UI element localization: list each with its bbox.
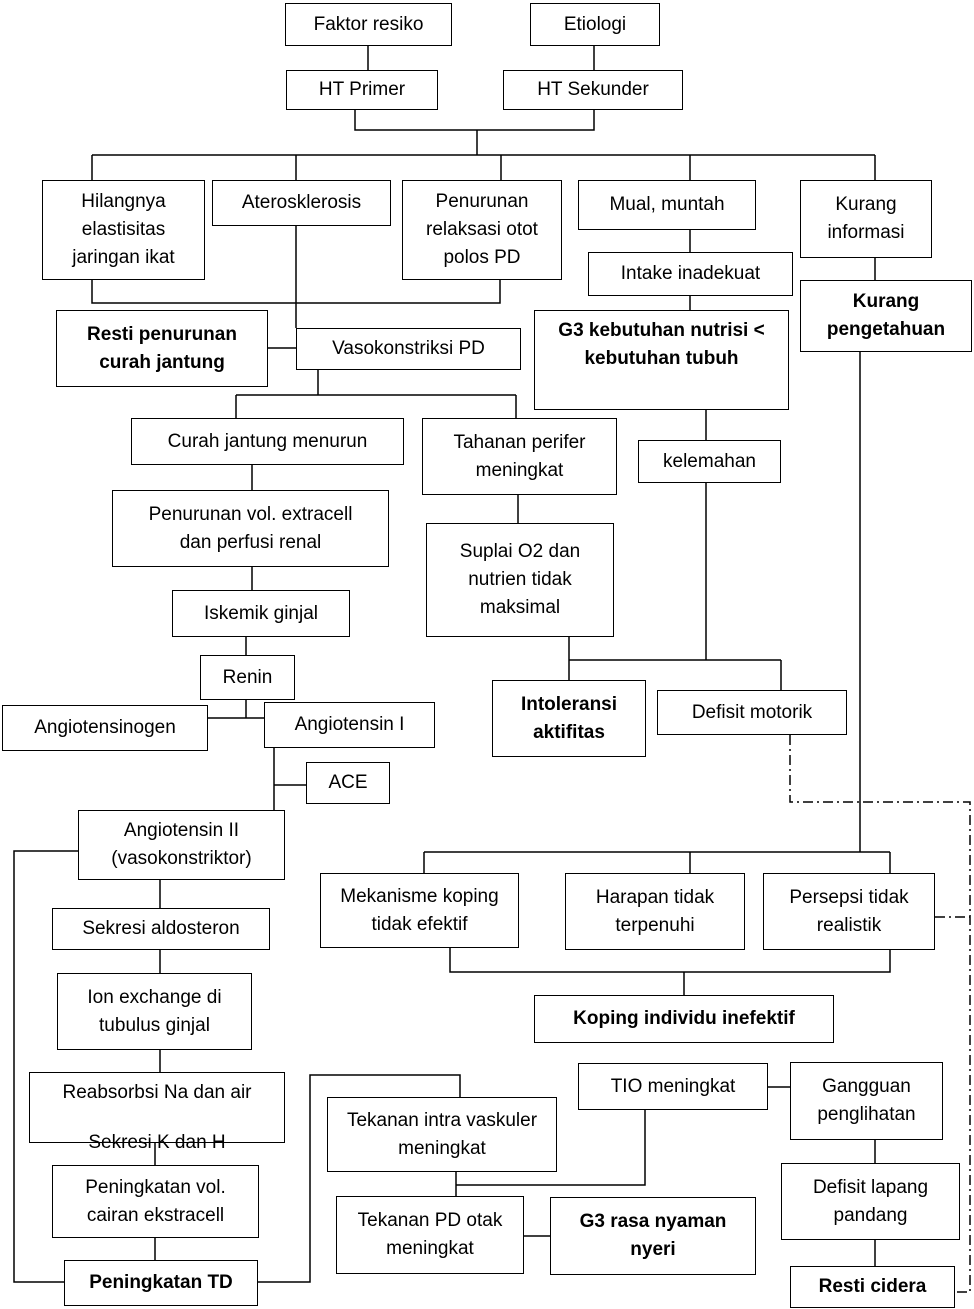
node-label: G3 rasa nyaman nyeri (579, 1211, 727, 1260)
node-label: Curah jantung menurun (167, 430, 368, 452)
node-label: Tekanan PD otak meningkat (357, 1210, 503, 1259)
node-aterosklerosis: Aterosklerosis (212, 180, 391, 226)
node-ht-primer: HT Primer (286, 70, 438, 110)
node-g3-nyeri: G3 rasa nyaman nyeri (550, 1197, 756, 1275)
node-iskemik-ginjal: Iskemik ginjal (172, 590, 350, 637)
node-label: Etiologi (563, 13, 627, 35)
node-label: Kurang pengetahuan (826, 291, 946, 340)
node-ion-exchange: Ion exchange di tubulus ginjal (57, 973, 252, 1050)
node-peningkatan-td: Peningkatan TD (64, 1260, 258, 1306)
node-penurunan-relaksasi: Penurunan relaksasi otot polos PD (402, 180, 562, 280)
node-label: Vasokonstriksi PD (332, 338, 485, 359)
label-sekresi-k: Sekresi K dan H (29, 1129, 285, 1157)
node-defisit-motorik: Defisit motorik (657, 690, 847, 735)
node-label: Defisit lapang pandang (812, 1176, 929, 1226)
node-kelemahan: kelemahan (638, 440, 781, 483)
node-label: Renin (222, 666, 273, 688)
node-label: TIO meningkat (610, 1075, 736, 1097)
node-label: Angiotensin II (vasokonstriktor) (111, 820, 252, 869)
node-defisit-lapang: Defisit lapang pandang (781, 1163, 960, 1240)
node-koping-individu: Koping individu inefektif (534, 995, 834, 1043)
node-kurang-pengetahuan: Kurang pengetahuan (800, 280, 972, 352)
node-label: HT Primer (318, 79, 406, 100)
node-persepsi: Persepsi tidak realistik (763, 873, 935, 950)
node-label: Defisit motorik (691, 701, 813, 723)
node-label: HT Sekunder (537, 79, 649, 100)
node-label: Angiotensin I (294, 714, 405, 735)
node-reabsorbsi: Reabsorbsi Na dan air (29, 1072, 285, 1143)
node-kurang-informasi: Kurang informasi (800, 180, 932, 258)
node-label: Sekresi K dan H (88, 1132, 226, 1153)
node-label: Ion exchange di tubulus ginjal (87, 986, 222, 1036)
node-label: Angiotensinogen (34, 717, 176, 738)
node-label: Penurunan relaksasi otot polos PD (426, 191, 538, 268)
node-resti-curah-jantung: Resti penurunan curah jantung (56, 310, 268, 387)
node-label: Tekanan intra vaskuler meningkat (346, 1109, 538, 1159)
node-g3-nutrisi: G3 kebutuhan nutrisi < kebutuhan tubuh (534, 310, 789, 410)
node-label: ACE (328, 772, 368, 793)
node-label: Kurang informasi (827, 194, 905, 243)
node-mual-muntah: Mual, muntah (578, 180, 756, 230)
node-mekanisme-koping: Mekanisme koping tidak efektif (320, 873, 519, 948)
node-label: Iskemik ginjal (203, 602, 319, 624)
node-ht-sekunder: HT Sekunder (503, 70, 683, 110)
node-label: Harapan tidak terpenuhi (595, 886, 715, 936)
node-label: Resti penurunan curah jantung (87, 323, 237, 373)
node-etiologi: Etiologi (530, 3, 660, 46)
node-curah-jantung-menurun: Curah jantung menurun (131, 418, 404, 465)
node-label: Intake inadekuat (620, 263, 761, 284)
node-label: Sekresi aldosteron (82, 918, 240, 939)
node-harapan: Harapan tidak terpenuhi (565, 873, 745, 950)
node-hilangnya-elastisitas: Hilangnya elastisitas jaringan ikat (42, 180, 205, 280)
node-label: Mekanisme koping tidak efektif (340, 885, 499, 935)
node-label: Intoleransi aktifitas (520, 693, 618, 743)
node-tekanan-intra: Tekanan intra vaskuler meningkat (327, 1097, 557, 1172)
node-label: Mual, muntah (609, 194, 725, 215)
node-intoleransi: Intoleransi aktifitas (492, 680, 646, 757)
node-angiotensin-ii: Angiotensin II (vasokonstriktor) (78, 810, 285, 880)
node-label: Suplai O2 dan nutrien tidak maksimal (459, 541, 581, 618)
node-peningkatan-vol: Peningkatan vol. cairan ekstracell (52, 1165, 259, 1238)
node-angiotensinogen: Angiotensinogen (2, 705, 208, 751)
node-intake-inadekuat: Intake inadekuat (588, 252, 793, 296)
node-label: Faktor resiko (313, 13, 424, 35)
node-label: Persepsi tidak realistik (789, 886, 909, 936)
node-tio: TIO meningkat (578, 1063, 768, 1110)
node-resti-cidera: Resti cidera (790, 1266, 955, 1308)
node-label: Peningkatan vol. cairan ekstracell (85, 1176, 226, 1226)
node-label: Tahanan perifer meningkat (453, 431, 586, 481)
node-label: Reabsorbsi Na dan air (62, 1082, 252, 1103)
node-suplai-o2: Suplai O2 dan nutrien tidak maksimal (426, 523, 614, 637)
node-label: kelemahan (663, 450, 756, 472)
node-label: Aterosklerosis (241, 192, 362, 213)
node-vasokonstriksi-pd: Vasokonstriksi PD (296, 328, 521, 370)
node-ace: ACE (306, 762, 390, 804)
node-tahanan-perifer: Tahanan perifer meningkat (422, 418, 617, 495)
node-label: Resti cidera (818, 1276, 927, 1297)
node-label: Penurunan vol. extracell dan perfusi ren… (148, 503, 353, 553)
node-gangguan-penglihatan: Gangguan penglihatan (790, 1062, 943, 1140)
node-label: Koping individu inefektif (573, 1008, 795, 1029)
node-faktor-resiko: Faktor resiko (285, 3, 452, 46)
node-sekresi-aldosteron: Sekresi aldosteron (52, 908, 270, 950)
node-tekanan-pd-otak: Tekanan PD otak meningkat (336, 1196, 524, 1274)
node-angiotensin-i: Angiotensin I (264, 702, 435, 748)
node-penurunan-vol: Penurunan vol. extracell dan perfusi ren… (112, 490, 389, 567)
node-label: G3 kebutuhan nutrisi < kebutuhan tubuh (558, 320, 765, 369)
node-label: Hilangnya elastisitas jaringan ikat (72, 191, 175, 268)
node-label: Gangguan penglihatan (817, 1076, 916, 1125)
node-label: Peningkatan TD (89, 1272, 233, 1293)
node-renin: Renin (200, 655, 295, 700)
